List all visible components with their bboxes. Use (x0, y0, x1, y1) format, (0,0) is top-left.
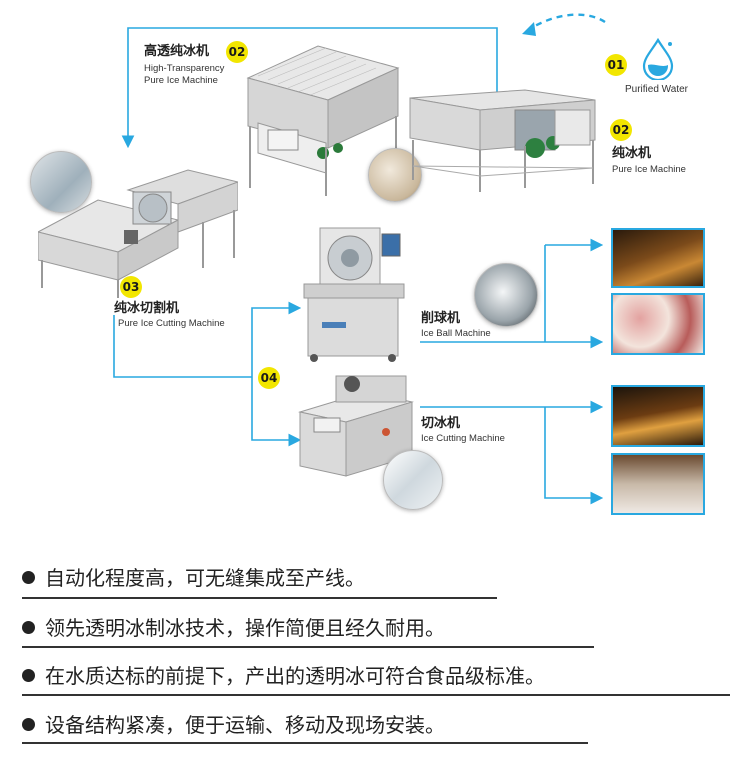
feature-item-2: 领先透明冰制冰技术，操作简便且经久耐用。 (22, 613, 445, 643)
flow-line-to-ice-cut (251, 377, 302, 447)
pure-ice-machine-image (409, 89, 596, 192)
feature-text: 在水质达标的前提下，产出的透明冰可符合食品级标准。 (45, 664, 545, 688)
bullet-icon (22, 669, 35, 682)
purified-water-label: Purified Water (625, 84, 688, 95)
ice-ball-machine-image (303, 227, 405, 362)
flow-line-cutting-out (113, 315, 252, 378)
bullet-icon (22, 718, 35, 731)
ice-cut-title-en: Ice Cutting Machine (421, 433, 505, 444)
dessert-platter-photo (611, 293, 705, 355)
whisky-ice-ball-photo (611, 228, 705, 288)
feature-underline (22, 597, 497, 599)
pure-ice-title-en: Pure Ice Machine (612, 164, 686, 175)
flow-line-top (121, 27, 498, 149)
cocktail-ice-cube-photo (611, 385, 705, 447)
feature-item-4: 设备结构紧凑，便于运输、移动及现场安装。 (22, 710, 445, 740)
pure-ice-cutting-machine-image (38, 169, 238, 298)
feature-text: 自动化程度高，可无缝集成至产线。 (45, 566, 365, 590)
pure-ice-title-cn: 纯冰机 (612, 146, 652, 161)
step-badge-04: 04 (258, 367, 280, 389)
bullet-icon (22, 571, 35, 584)
step-badge-02-high: 02 (226, 41, 248, 63)
feature-item-3: 在水质达标的前提下，产出的透明冰可符合食品级标准。 (22, 661, 545, 691)
purified-water-group: 01 Purified Water (605, 38, 735, 98)
cut-ice-photo-circle (30, 151, 92, 213)
high-trans-title-en2: Pure Ice Machine (144, 75, 218, 86)
feature-underline (22, 646, 594, 648)
high-trans-title-cn: 高透纯冰机 (144, 44, 210, 59)
cutting-title-en: Pure Ice Cutting Machine (118, 318, 225, 329)
bullet-icon (22, 621, 35, 634)
ice-ball-title-en: Ice Ball Machine (421, 328, 491, 339)
feature-item-1: 自动化程度高，可无缝集成至产线。 (22, 563, 365, 593)
feature-underline (22, 694, 730, 696)
flow-lines (113, 13, 606, 505)
water-flow-arrow (527, 13, 606, 32)
water-drop-icon (642, 38, 674, 80)
feature-underline (22, 742, 588, 744)
ice-cube-photo-circle (383, 450, 443, 510)
high-transparency-machine-image (246, 45, 400, 196)
flow-line-to-ice-ball (251, 301, 302, 377)
clear-ice-drink-photo (611, 453, 705, 515)
cutting-title-cn: 纯冰切割机 (114, 301, 180, 316)
step-badge-02: 02 (610, 119, 632, 141)
step-badge-01: 01 (605, 54, 627, 76)
feature-text: 设备结构紧凑，便于运输、移动及现场安装。 (45, 713, 445, 737)
ice-ball-title-cn: 削球机 (421, 311, 461, 326)
ice-ball-photo-circle (474, 263, 538, 327)
ice-cut-title-cn: 切冰机 (421, 416, 461, 431)
high-trans-title-en1: High-Transparency (144, 63, 225, 74)
step-badge-03: 03 (120, 276, 142, 298)
feature-text: 领先透明冰制冰技术，操作简便且经久耐用。 (45, 616, 445, 640)
